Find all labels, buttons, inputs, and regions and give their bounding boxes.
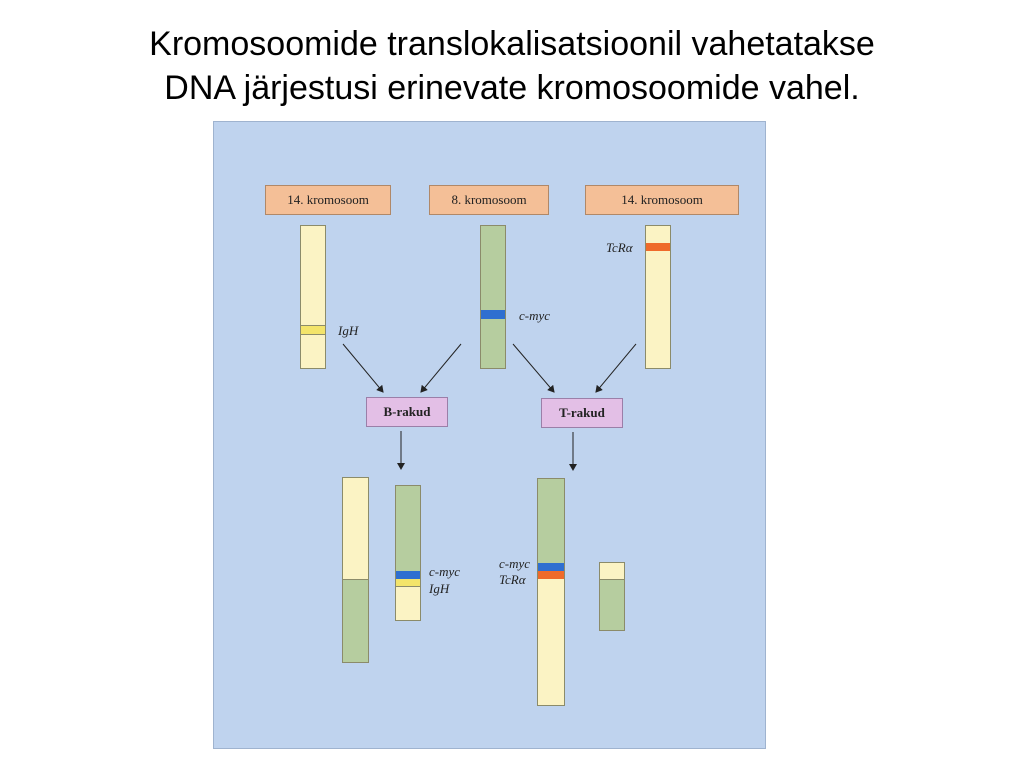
cmyc-band [481,310,505,319]
arrow-8-to-t [512,343,555,393]
label-chromosome-14-left: 14. kromosoom [265,185,391,215]
cmyc-band-t [538,563,564,571]
gene-label-tcra-t: TcRα [499,572,526,587]
cell-type-t-cells: T-rakud [541,398,623,428]
chromosome-8-segment [396,486,420,571]
arrow-8-to-b [420,343,462,393]
cell-type-b-cells: B-rakud [366,397,448,427]
chromosome-8 [480,225,506,369]
gene-label-cmyc-t: c-myc [499,556,531,571]
derivative-chromosome-t-right [599,562,625,631]
title-line-2: DNA järjestusi erinevate kromosoomide va… [164,69,860,107]
tcra-band [646,243,670,251]
arrow-14-to-t [595,343,637,393]
derivative-chromosome-b-right [395,485,421,621]
igh-band-b [396,579,420,587]
tcra-band-t [538,571,564,579]
chromosome-14-segment-t [600,563,624,580]
label-chromosome-8: 8. kromosoom [429,185,549,215]
gene-label-tcra-top: TcRα [606,240,633,255]
gene-label-igh-top: IgH [338,323,359,338]
igh-band [301,325,325,335]
derivative-chromosome-t-left [537,478,565,706]
gene-label-igh-b: IgH [429,581,450,596]
chromosome-8-segment-t [538,479,564,563]
arrow-14-to-b [342,343,384,393]
translocation-diagram: 14. kromosoom 8. kromosoom 14. kromosoom… [213,121,766,749]
chromosome-14-left [300,225,326,369]
slide-title: Kromosoomide translokalisatsioonil vahet… [0,22,1024,110]
derivative-chromosome-b-left [342,477,369,663]
label-chromosome-14-right: 14. kromosoom [585,185,739,215]
cmyc-band-b [396,571,420,579]
chromosome-14-right [645,225,671,369]
title-line-1: Kromosoomide translokalisatsioonil vahet… [149,25,875,63]
arrows-layer [342,343,637,471]
gene-label-cmyc-top: c-myc [519,308,551,323]
gene-label-cmyc-b: c-myc [429,564,461,579]
chromosome-14-segment [343,478,368,580]
